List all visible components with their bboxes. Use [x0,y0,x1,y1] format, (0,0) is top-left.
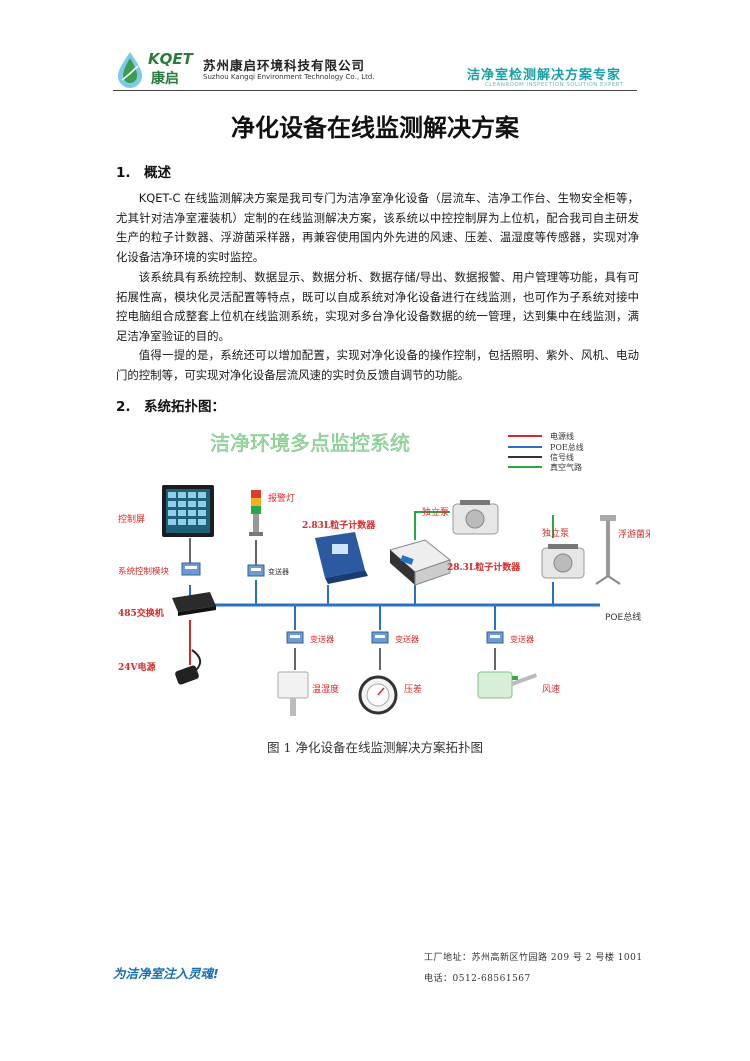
label-alarm-light: 报警灯 [268,492,295,504]
label-transmitter-1: 变送器 [268,567,289,576]
particle-counter-283-icon [315,532,368,584]
vacuum-pump-2-icon [541,544,585,579]
label-temp-humidity: 温湿度 [312,683,339,695]
label-pump-1: 独立泵 [422,506,449,518]
wind-speed-sensor-icon [477,671,538,699]
paragraph: 值得一提的是，系统还可以增加配置，实现对净化设备的操作控制，包括照明、紫外、风机… [116,348,639,382]
vacuum-line-1 [414,511,450,540]
legend-label-power: 电源线 [550,431,574,441]
transmitter-4-icon [486,631,504,644]
particle-counter-283-big-icon [388,539,452,586]
power-supply-24v-icon [175,649,202,685]
page-title: 净化设备在线监测解决方案 [231,114,519,142]
transmitter-2-icon [286,631,304,644]
bio-sampler-icon [595,515,621,585]
header-slogan-en: CLEANROOM INSPECTION SOLUTION EXPERT [485,82,624,88]
pressure-sensor-icon [358,675,398,715]
transmitter-1-icon [247,564,265,577]
label-power-24v: 24V电源 [118,661,156,673]
label-pressure: 压差 [404,683,422,695]
legend-label-vacuum: 真空气路 [550,462,582,472]
alarm-light-icon [249,490,263,536]
label-control-screen: 控制屏 [118,513,145,525]
company-name-cn: 苏州康启环境科技有限公司 [203,58,366,73]
paragraph: 该系统具有系统控制、数据显示、数据分析、数据存储/导出、数据报警、用户管理等功能… [116,270,639,343]
footer-address: 工厂地址：苏州高新区竹园路 209 号 2 号楼 1001 [424,953,643,963]
label-transmitter-2: 变送器 [310,634,334,644]
company-name-en: Suzhou Kangqi Environment Technology Co.… [203,73,375,81]
temperature-humidity-sensor-icon [277,671,309,716]
label-pump-2: 独立泵 [542,527,569,539]
label-switch-485: 485交换机 [118,607,164,619]
switch-485-icon [172,592,216,616]
footer-phone: 电话：0512-68561567 [424,974,531,984]
label-transmitter-4: 变送器 [510,634,534,644]
bus-drops [189,538,554,670]
figure-caption: 图 1 净化设备在线监测解决方案拓扑图 [267,740,483,755]
brand-latin: KQET [148,50,193,68]
label-bio-sampler: 浮游菌采样器 [618,528,650,540]
header-slogan-cn: 洁净室检测解决方案专家 [467,68,622,83]
section-heading-topology: 2. 系统拓扑图： [116,399,226,415]
transmitter-3-icon [371,631,389,644]
legend-label-poe: POE总线 [550,442,584,452]
system-control-module-icon [181,562,201,576]
legend: 电源线 POE总线 信号线 真空气路 [508,431,584,472]
company-logo-icon [118,52,142,88]
brand-chinese: 康启 [151,71,179,87]
label-transmitter-3: 变送器 [395,634,419,644]
vacuum-pump-1-icon [452,500,499,535]
label-system-module: 系统控制模块 [118,566,170,577]
label-counter-283: 2.83L粒子计数器 [302,519,376,531]
label-counter-283-big: 28.3L粒子计数器 [447,561,521,573]
poe-bus-label: POE总线 [605,611,641,623]
section-heading-overview: 1. 概述 [116,165,172,181]
label-wind-speed: 风速 [542,684,560,695]
legend-label-signal: 信号线 [550,452,574,462]
control-screen-icon [162,485,214,537]
footer-slogan: 为洁净室注入灵魂! [113,966,219,981]
header-divider [113,90,637,91]
diagram-title: 洁净环境多点监控系统 [210,431,410,455]
topology-diagram: 洁净环境多点监控系统 电源线 POE总线 信号线 真空气路 POE总线 [118,431,650,716]
paragraph: KQET-C 在线监测解决方案是我司专门为洁净室净化设备（层流车、洁净工作台、生… [116,191,639,264]
